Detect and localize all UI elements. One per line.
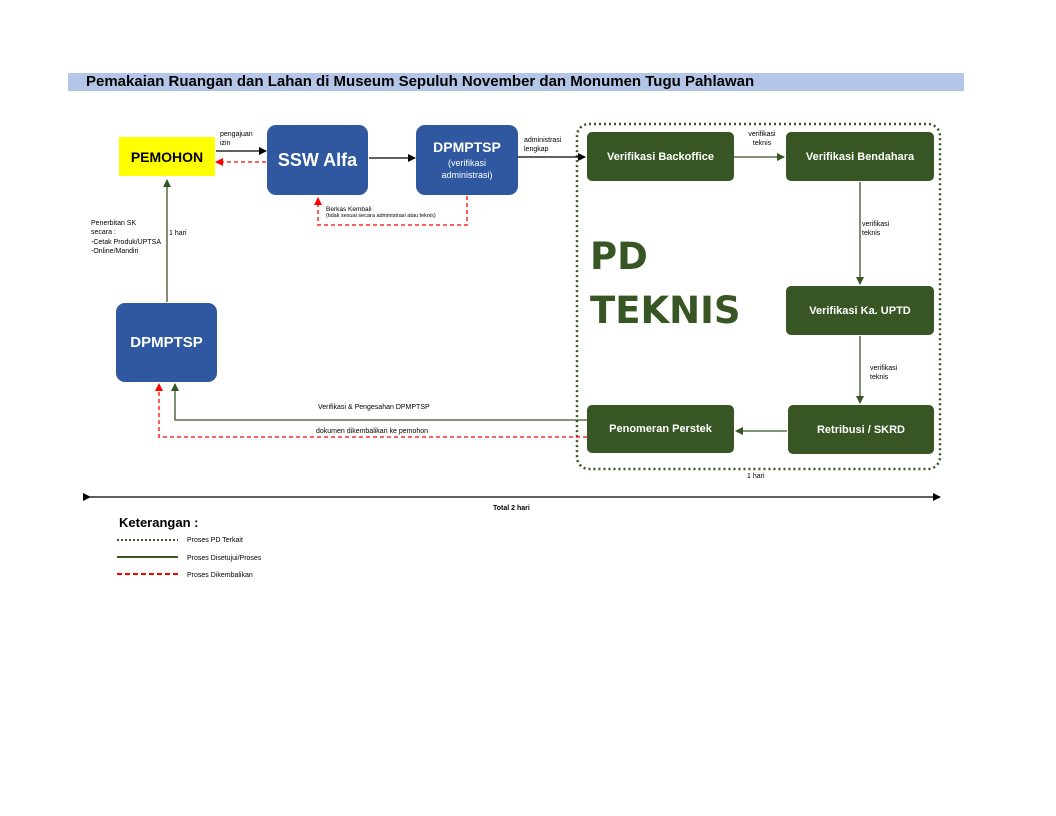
label-berkas-kembali: Berkas Kembali <box>326 206 372 213</box>
verifikasi-ka-uptd-node: Verifikasi Ka. UPTD <box>786 286 934 335</box>
label-penerbitan-sk: Penerbitan SK secara : <box>91 220 137 236</box>
label-verifikasi-pengesahan: Verifikasi & Pengesahan DPMPTSP <box>318 404 430 411</box>
label-administrasi-lengkap: administrasi lengkap <box>524 137 562 153</box>
label-pengajuan-izin: pengajuan izin <box>220 131 253 147</box>
arrow-berkas-kembali <box>314 196 468 226</box>
label-cetak-produk: -Cetak Produk/UPTSA <box>91 239 162 246</box>
ssw-alfa-node: SSW Alfa <box>267 125 368 195</box>
pemohon-node: PEMOHON <box>119 137 215 176</box>
retribusi-skrd-node: Retribusi / SKRD <box>788 405 934 454</box>
pd-teknis-label-line2: TEKNIS <box>590 289 741 332</box>
pd-teknis-label-line1: PD <box>590 235 648 278</box>
legend-label-dikembalikan: Proses Dikembalikan <box>187 572 253 579</box>
legend-label-disetujui: Proses Disetujui/Proses <box>187 555 262 562</box>
dpmptsp-verifikasi-node: DPMPTSP (verifikasi administrasi) <box>416 125 518 195</box>
label-verifikasi-teknis-2: verifikasi teknis <box>862 221 890 237</box>
page-title: Pemakaian Ruangan dan Lahan di Museum Se… <box>86 73 755 90</box>
verifikasi-bendahara-node: Verifikasi Bendahara <box>786 132 934 181</box>
label-berkas-kembali-note: (tidak sesuai secara administrasi atau t… <box>326 213 436 219</box>
label-total-2-hari: Total 2 hari <box>493 505 530 512</box>
label-1-hari-left: 1 hari <box>169 230 187 237</box>
verifikasi-backoffice-node: Verifikasi Backoffice <box>587 132 734 181</box>
label-1-hari-bottom: 1 hari <box>747 473 765 480</box>
arrow-verifikasi-pengesahan <box>171 383 587 421</box>
legend-title: Keterangan : <box>119 515 199 530</box>
pd-teknis-boundary <box>575 122 942 471</box>
dpmptsp-issue-node: DPMPTSP <box>116 303 217 382</box>
legend-label-pd-terkait: Proses PD Terkait <box>187 537 243 544</box>
penomeran-perstek-node: Penomeran Perstek <box>587 405 734 453</box>
dpmptsp-verifikasi-subtitle: (verifikasi administrasi) <box>441 158 493 180</box>
label-verifikasi-teknis-1: verifikasi teknis <box>748 131 776 147</box>
label-verifikasi-teknis-3: verifikasi teknis <box>870 365 898 381</box>
dpmptsp-verifikasi-title: DPMPTSP <box>433 139 501 155</box>
label-dokumen-dikembalikan: dokumen dikembalikan ke pemohon <box>316 428 429 435</box>
title-bar <box>68 73 964 91</box>
label-online-mandiri: -Online/Mandiri <box>91 248 139 255</box>
arrow-dokumen-dikembalikan <box>155 383 587 438</box>
